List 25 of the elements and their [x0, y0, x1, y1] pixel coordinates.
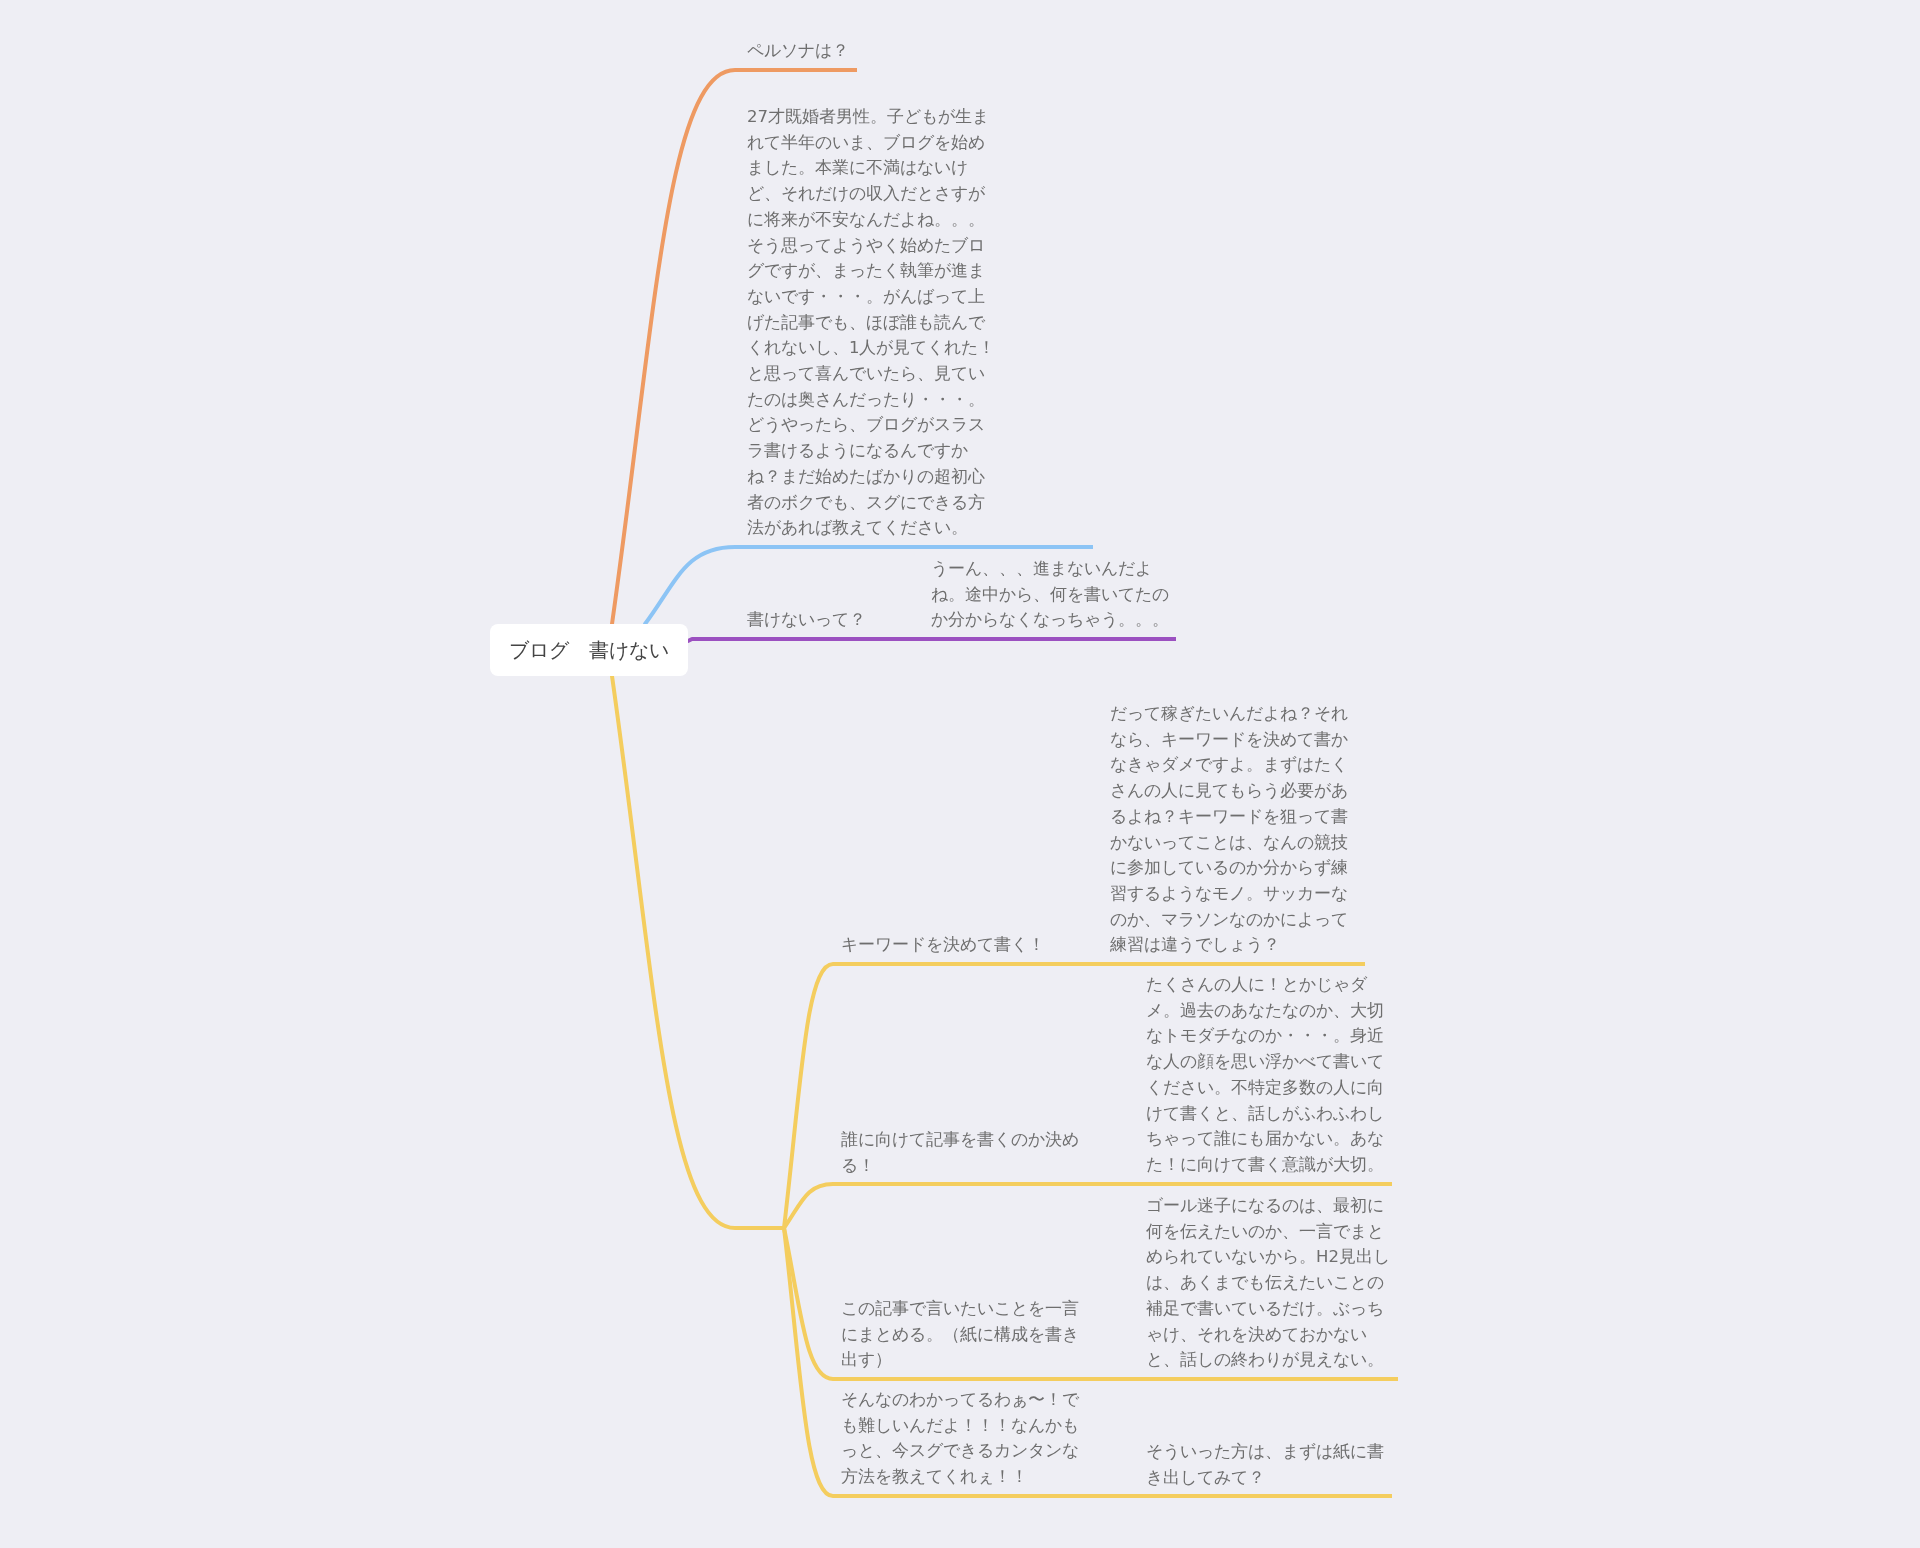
topic-text: 書けないって？ — [747, 609, 867, 631]
branch-connector — [643, 545, 737, 626]
topic-text: そういった方は、まずは紙に書き出してみて？ — [1146, 1441, 1385, 1489]
topic-text: 27才既婚者男性。子どもが生まれて半年のいま、ブログを始めました。本業に不満はないけど、それだけの収入だとさすがに将来が不安なんだよね。。。そう思ってようやく始めたブログですが、まったく執筆が進まないです・・・。がんばって上げた記事でも、ほぼ誰も読んでくれないし、1人が見てくれた！と思って喜んでいたら、見ていたのは奥さんだったり・・・。どうやったら、ブログがスラスラ書けるようになるんですかね？まだ始めたばかりの超初心者のボクでも、スグにできる方法があれば教えてください。 — [747, 106, 997, 540]
branch-connector — [1083, 1182, 1107, 1186]
branch-connector — [782, 1226, 835, 1498]
topic-text: キーワードを決めて書く！ — [841, 934, 1046, 956]
central-topic — [490, 624, 688, 676]
topic-text: 誰に向けて記事を書くのか決める！ — [841, 1129, 1080, 1177]
branch-topic — [833, 1296, 1085, 1382]
topic-text: この記事で言いたいことを一言にまとめる。（紙に構成を書き出す） — [841, 1298, 1080, 1372]
topic-text: だって稼ぎたいんだよね？それなら、キーワードを決めて書かなきゃダメですよ。まずはたくさんの人に見てもらう必要があるよね？キーワードを狙って書かないってことは、なんの競技に参加しているのか分からず練習するようなモノ。サッカーなのか、マラソンなのかによって練習は違うでしょう？ — [1110, 703, 1349, 957]
branch-connector — [1083, 1494, 1107, 1498]
topic-text: ブログ 書けない — [509, 637, 669, 663]
branch-connector — [854, 637, 898, 641]
topic-text: ゴール迷子になるのは、最初に何を伝えたいのか、一言でまとめられていないから。H2見出しは、あくまでも伝えたいことの補足で書いているだけ。ぶっちゃけ、それを決めておかないと、話しの終わりが見えない。 — [1146, 1195, 1391, 1372]
branch-line — [735, 1226, 784, 1230]
topic-text: うーん、、、進まないんだよね。途中から、何を書いてたのか分からなくなっちゃう。。。 — [931, 558, 1170, 632]
topic-text: そんなのわかってるわぁ〜！でも難しいんだよ！！！なんかもっと、今スグできるカンタンな方法を教えてくれぇ！！ — [841, 1389, 1080, 1489]
branch-connector — [1083, 1377, 1107, 1381]
branch-connector — [610, 68, 737, 626]
topic-text: たくさんの人に！とかじゃダメ。過去のあなたなのか、大切なトモダチなのか・・・。身近な人の顔を思い浮かべて書いてください。不特定多数の人に向けて書くと、話しがふわふわしちゃって誰にも届かない。あなた！に向けて書く意識が大切。 — [1146, 974, 1385, 1176]
topic-text: ペルソナは？ — [747, 40, 850, 62]
branch-connector — [610, 674, 737, 1230]
branch-connector — [1056, 962, 1080, 966]
